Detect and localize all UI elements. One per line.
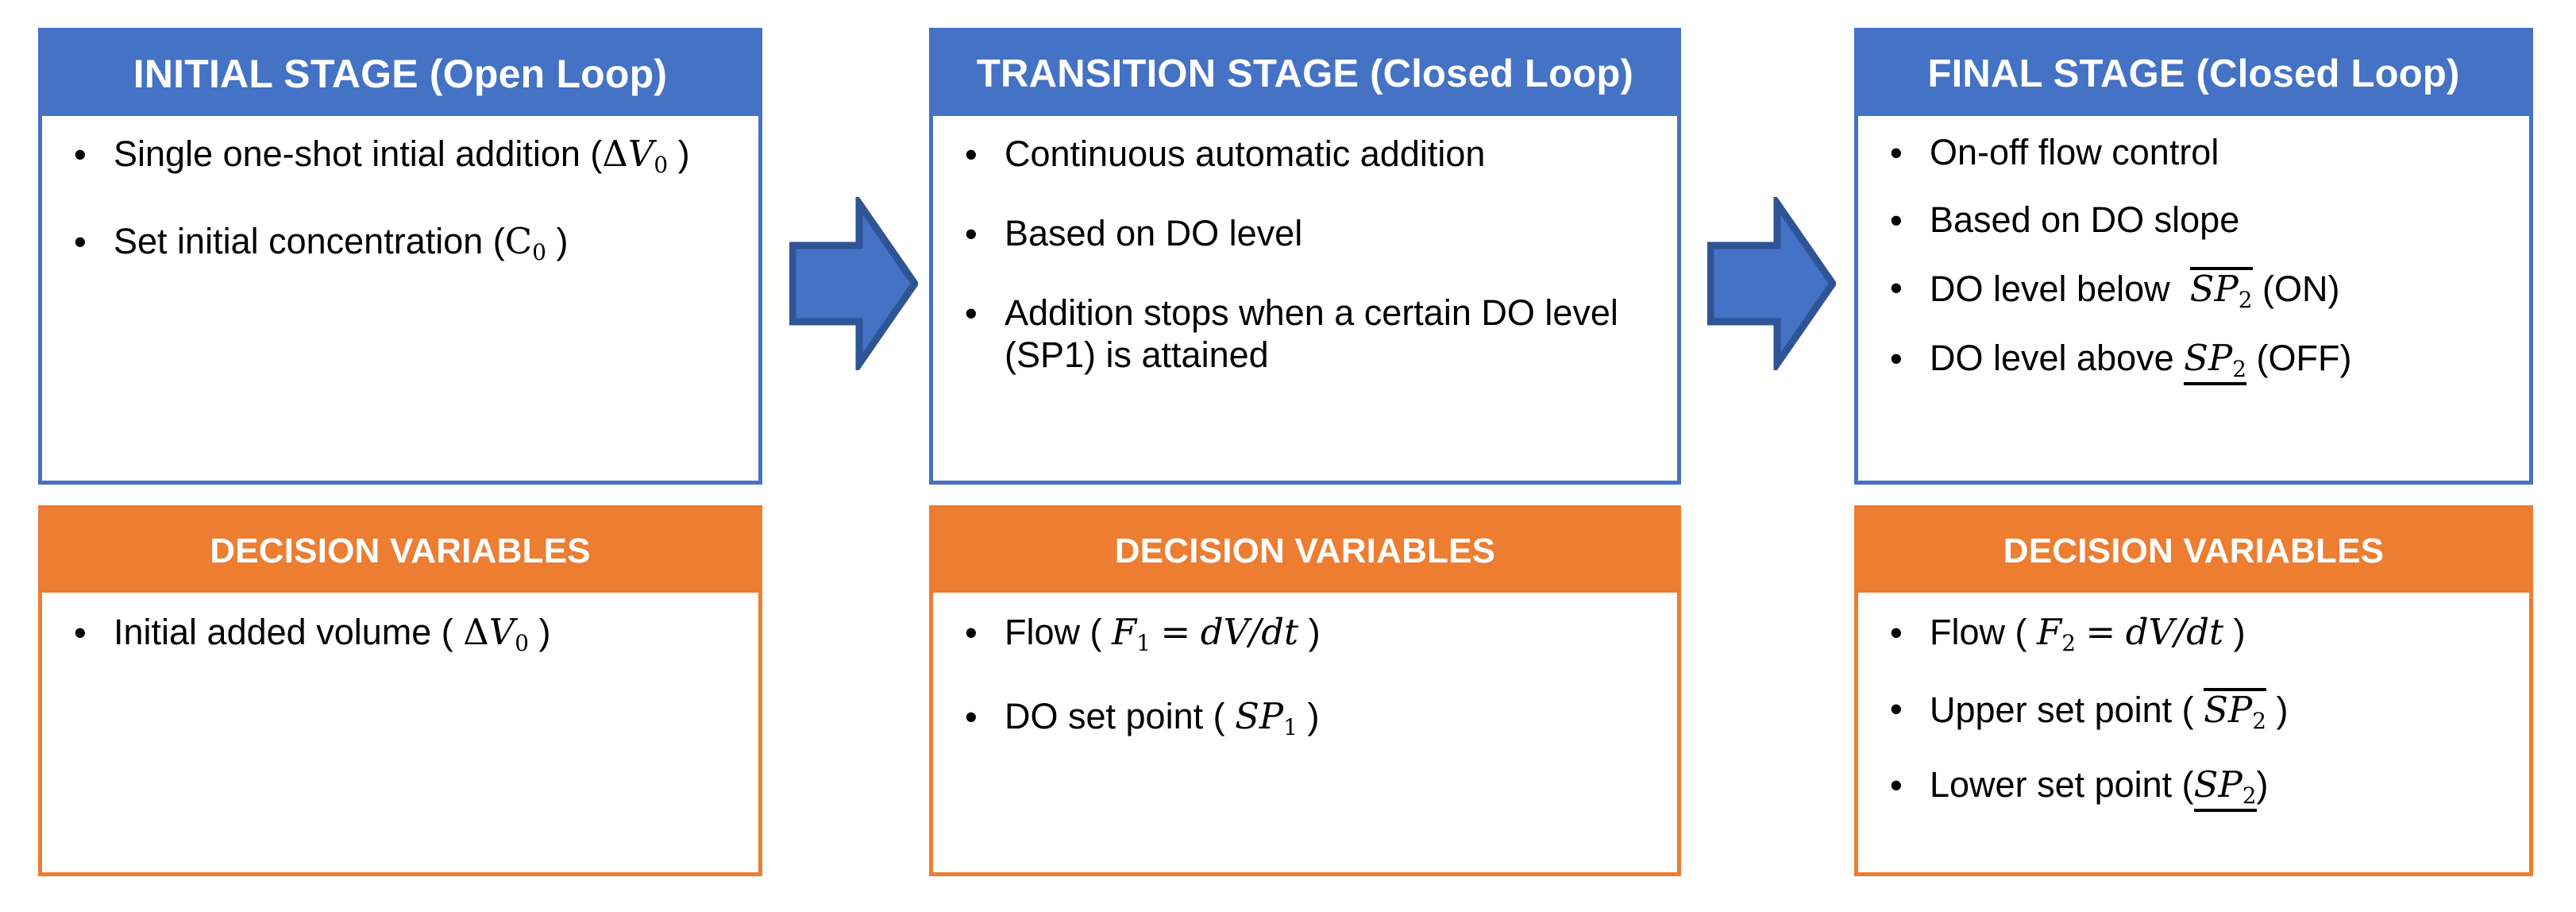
bullet-lower-set-point-sp2: • Lower set point (SP2) [1879,764,2509,812]
bullet-list: • On-off flow control • Based on DO slop… [1879,132,2509,385]
bullet-dot-icon: • [1890,689,1903,730]
bullet-text: Set initial concentration (C0 ) [114,220,569,265]
decision-card-final-body: • Flow ( F2 = dV/dt ) • Upper set point … [1858,593,2529,820]
stage-card-transition-body: • Continuous automatic addition • Based … [933,116,1677,384]
bullet-list: • Single one-shot intial addition (ΔV0 )… [63,133,738,265]
bullet-dot-icon: • [1890,132,1903,173]
bullet-list: • Initial added volume ( ΔV0 ) [63,611,738,656]
bullet-list: • Flow ( F2 = dV/dt ) • Upper set point … [1879,611,2509,812]
bullet-text: Upper set point ( SP2 ) [1930,688,2289,734]
bullet-dot-icon: • [74,222,87,263]
decision-card-transition: DECISION VARIABLES • Flow ( F1 = dV/dt )… [929,505,1681,876]
bullet-text: DO set point ( SP1 ) [1005,695,1320,740]
decision-card-transition-title: DECISION VARIABLES [933,509,1677,593]
bullet-dot-icon: • [965,612,978,653]
bullet-dot-icon: • [1890,338,1903,379]
bullet-dot-icon: • [74,133,87,175]
bullet-initial-added-volume: • Initial added volume ( ΔV0 ) [63,611,738,656]
decision-card-initial: DECISION VARIABLES • Initial added volum… [38,505,762,876]
decision-card-final: DECISION VARIABLES • Flow ( F2 = dV/dt )… [1854,505,2533,876]
bullet-do-level-below-upper-sp2: • DO level below SP2 (ON) [1879,267,2509,311]
bullet-do-set-point-sp1: • DO set point ( SP1 ) [954,696,1656,740]
stage-card-final: FINAL STAGE (Closed Loop) • On-off flow … [1854,28,2533,485]
bullet-list: • Continuous automatic addition • Based … [954,133,1656,376]
bullet-dot-icon: • [74,612,87,653]
decision-card-final-title: DECISION VARIABLES [1858,509,2529,593]
bullet-text: Initial added volume ( ΔV0 ) [114,611,551,656]
bullet-list: • Flow ( F1 = dV/dt ) • DO set point ( S… [954,611,1656,740]
bullet-dot-icon: • [1890,764,1903,806]
bullet-one-shot-addition: • Single one-shot intial addition (ΔV0 ) [63,133,738,178]
bullet-text: On-off flow control [1930,132,2219,172]
bullet-on-off-flow-control: • On-off flow control [1879,132,2509,173]
bullet-based-on-do-slope: • Based on DO slope [1879,199,2509,241]
bullet-text: Flow ( F1 = dV/dt ) [1005,611,1321,656]
bullet-dot-icon: • [1890,200,1903,242]
stage-card-initial: INITIAL STAGE (Open Loop) • Single one-s… [38,28,762,485]
bullet-text: Flow ( F2 = dV/dt ) [1930,611,2246,656]
bullet-text: Single one-shot intial addition (ΔV0 ) [114,133,690,178]
stage-card-final-title: FINAL STAGE (Closed Loop) [1858,32,2529,116]
decision-card-initial-body: • Initial added volume ( ΔV0 ) [42,593,758,664]
bullet-flow-f1: • Flow ( F1 = dV/dt ) [954,611,1656,656]
arrow-initial-to-transition-icon [789,191,920,376]
bullet-text: DO level above SP2 (OFF) [1930,338,2351,385]
bullet-dot-icon: • [965,214,978,255]
bullet-text: Lower set point (SP2) [1930,764,2269,812]
bullet-dot-icon: • [965,293,978,334]
stage-card-initial-body: • Single one-shot intial addition (ΔV0 )… [42,116,758,273]
bullet-addition-stops-sp1: • Addition stops when a certain DO level… [954,292,1656,375]
decision-card-initial-title: DECISION VARIABLES [42,509,758,593]
decision-card-transition-body: • Flow ( F1 = dV/dt ) • DO set point ( S… [933,593,1677,748]
bullet-set-initial-concentration: • Set initial concentration (C0 ) [63,221,738,265]
bullet-flow-f2: • Flow ( F2 = dV/dt ) [1879,611,2509,656]
bullet-dot-icon: • [1890,612,1903,653]
bullet-text: Addition stops when a certain DO level (… [1005,292,1618,375]
bullet-continuous-automatic-addition: • Continuous automatic addition [954,133,1656,175]
stage-card-initial-title: INITIAL STAGE (Open Loop) [42,32,758,116]
bullet-text: Continuous automatic addition [1005,133,1486,174]
stage-card-transition: TRANSITION STAGE (Closed Loop) • Continu… [929,28,1681,485]
bullet-do-level-above-lower-sp2: • DO level above SP2 (OFF) [1879,338,2509,385]
bullet-dot-icon: • [1890,268,1903,309]
bullet-dot-icon: • [965,133,978,175]
bullet-upper-set-point-sp2: • Upper set point ( SP2 ) [1879,688,2509,732]
arrow-transition-to-final-icon [1706,191,1838,376]
bullet-text: DO level below SP2 (ON) [1930,267,2340,314]
stage-card-final-body: • On-off flow control • Based on DO slop… [1858,116,2529,393]
bullet-based-on-do-level: • Based on DO level [954,213,1656,254]
bullet-text: Based on DO level [1005,213,1303,254]
stage-card-transition-title: TRANSITION STAGE (Closed Loop) [933,32,1677,116]
bullet-text: Based on DO slope [1930,199,2240,241]
bullet-dot-icon: • [965,697,978,738]
